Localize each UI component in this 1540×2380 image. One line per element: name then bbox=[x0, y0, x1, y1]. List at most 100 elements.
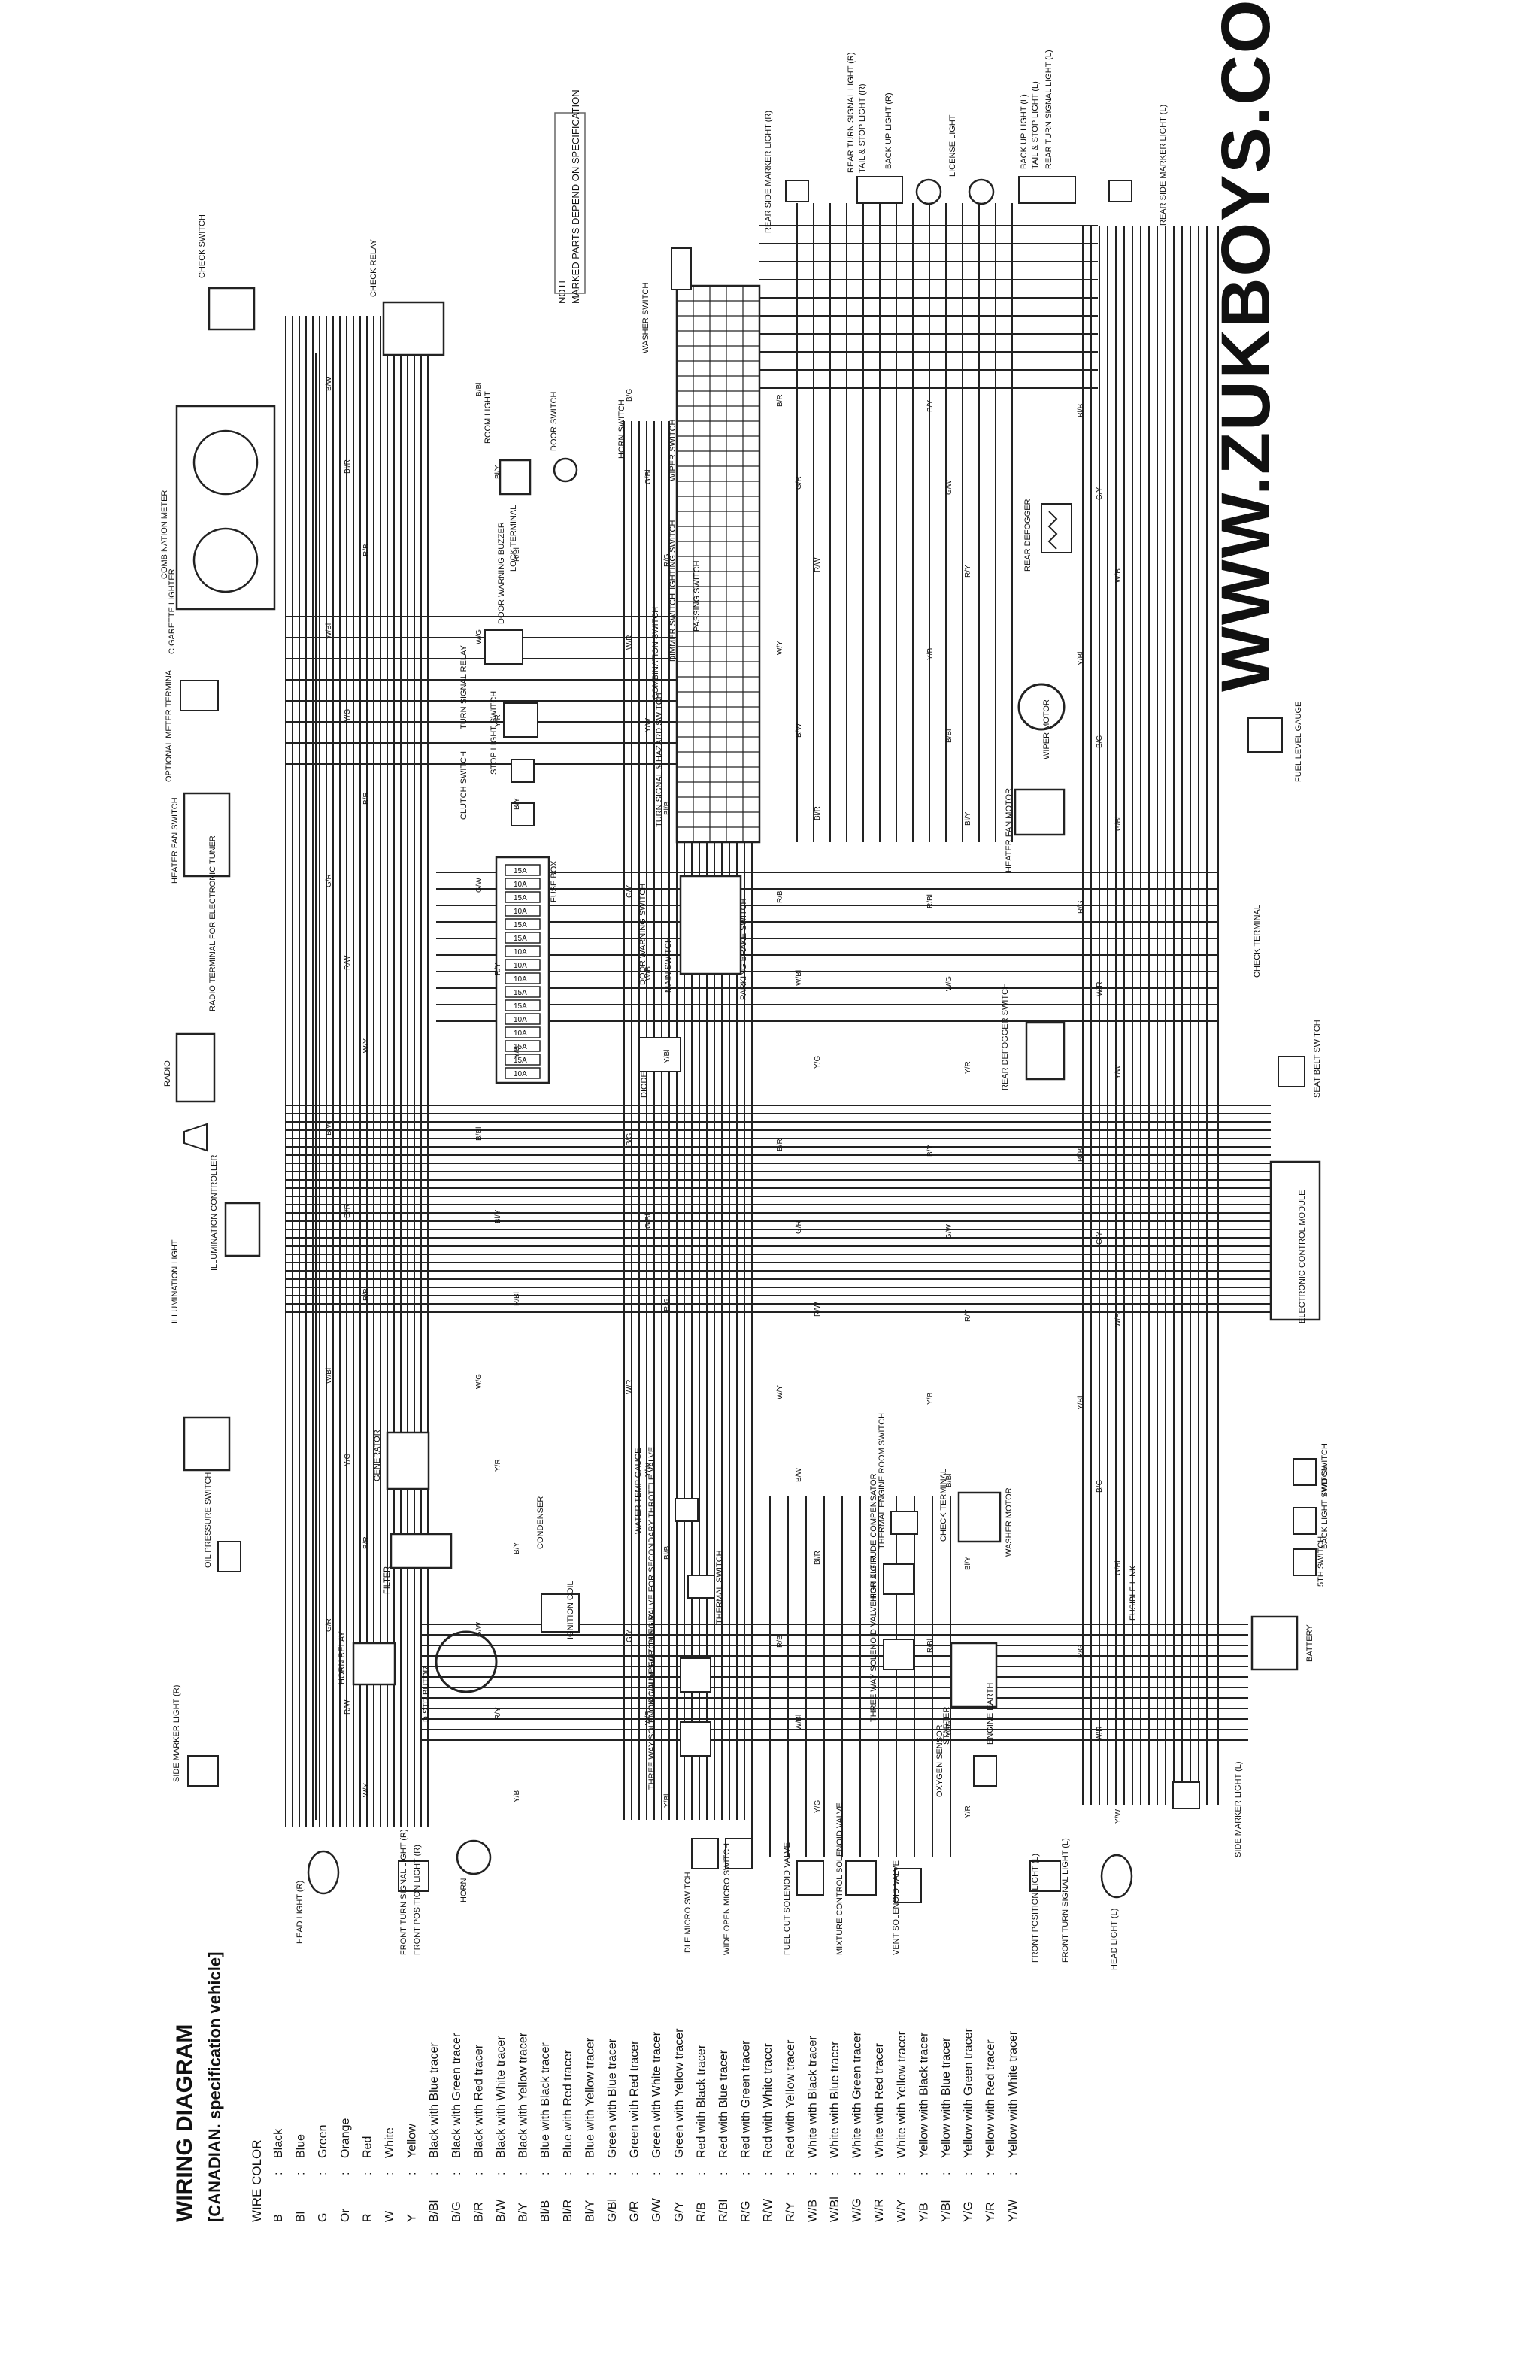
wire-code-tag: B/Y bbox=[513, 798, 521, 810]
front-position-light-l-label: FRONT POSITION LIGHT (L) bbox=[1031, 1854, 1040, 1963]
fuse-cell bbox=[505, 905, 541, 917]
fuel-cut-solenoid-valve-symbol bbox=[796, 1860, 824, 1896]
fuse-rating: 10A bbox=[514, 962, 527, 970]
door-warning-switch-label: DOOR WARNING SWITCH bbox=[638, 884, 647, 985]
legend-description: Black with White tracer bbox=[495, 2036, 508, 2158]
fuse-rating: 15A bbox=[514, 935, 527, 943]
wire-code-tag: B/Y bbox=[926, 400, 935, 412]
legend-code: R/Bl bbox=[717, 2200, 730, 2222]
legend-code: Y/G bbox=[962, 2201, 975, 2222]
legend-code: B bbox=[272, 2214, 285, 2222]
turn-signal-relay-label: TURN SIGNAL RELAY bbox=[459, 644, 468, 729]
legend-description: Blue with Black tracer bbox=[539, 2042, 552, 2158]
legend-description: Black with Yellow tracer bbox=[517, 2032, 530, 2158]
front-turn-signal-l-label: FRONT TURN SIGNAL LIGHT (L) bbox=[1061, 1838, 1070, 1963]
wire-code-tag: Bl/Y bbox=[964, 1556, 972, 1570]
legend-separator: : bbox=[406, 2172, 419, 2175]
legend-description: Red with Green tracer bbox=[740, 2040, 753, 2158]
legend-code: Bl/Y bbox=[584, 2200, 596, 2222]
legend-description: White with Black tracer bbox=[806, 2036, 819, 2158]
legend-description: White with Red tracer bbox=[873, 2042, 886, 2158]
legend-code: R/W bbox=[762, 2198, 775, 2222]
legend-heading: WIRE COLOR bbox=[250, 2139, 264, 2222]
rear-defogger-switch-symbol bbox=[1025, 1021, 1066, 1081]
legend-separator: : bbox=[472, 2172, 485, 2175]
wiper-motor-label: WIPER MOTOR bbox=[1042, 699, 1051, 759]
wire-code-tag: B/Bl bbox=[475, 1127, 484, 1141]
illumination-controller-label: ILLUMINATION CONTROLLER bbox=[210, 1155, 219, 1271]
wire-code-tag: Bl/R bbox=[814, 1551, 822, 1565]
legend-code: W/B bbox=[806, 2200, 819, 2222]
legend-separator: : bbox=[339, 2172, 352, 2175]
meter-gauge-icon bbox=[192, 429, 259, 496]
legend-description: Yellow with Green tracer bbox=[962, 2028, 975, 2158]
legend-code: G/Y bbox=[673, 2201, 686, 2222]
clutch-switch-symbol bbox=[511, 802, 535, 826]
wire-code-tag: W/Bl bbox=[325, 1368, 333, 1384]
high-altitude-compensator-symbol bbox=[883, 1563, 914, 1595]
legend-separator: : bbox=[940, 2172, 953, 2175]
four-wd-switch-symbol bbox=[1293, 1458, 1317, 1486]
license-light-symbol bbox=[968, 178, 995, 205]
horn-label: HORN bbox=[459, 1878, 468, 1902]
wire-code-tag: G/R bbox=[325, 1618, 333, 1632]
three-way-solenoid-idle-up-symbol bbox=[680, 1721, 711, 1757]
wire-code-tag: Bl/Y bbox=[494, 1209, 502, 1223]
wire-code-tag: R/W bbox=[814, 557, 822, 572]
vent-solenoid-valve-label: VENT SOLENOID VALVE bbox=[892, 1860, 901, 1955]
filter-label: FILTER bbox=[383, 1566, 392, 1594]
mixture-control-solenoid-valve-symbol bbox=[845, 1860, 877, 1896]
legend-description: Red with Black tracer bbox=[695, 2044, 708, 2158]
legend-code: G/R bbox=[629, 2201, 641, 2222]
fuse-rating: 10A bbox=[514, 1016, 527, 1024]
wire-code-tag: W/Y bbox=[776, 1385, 784, 1399]
wire-code-tag: G/W bbox=[945, 479, 953, 495]
wire-code-tag: R/Y bbox=[964, 1309, 972, 1322]
four-wd-switch-label: 4WD SWITCH bbox=[1320, 1443, 1329, 1496]
fusible-link-label: FUSIBLE LINK bbox=[1129, 1565, 1138, 1621]
legend-rows: B:BlackBl:BlueG:GreenOr:OrangeR:RedW:Whi… bbox=[272, 2028, 1020, 2222]
legend-code: B/W bbox=[495, 2199, 508, 2222]
combination-meter-symbol bbox=[175, 405, 276, 611]
wire-code-tag: B/R bbox=[776, 1138, 784, 1151]
wire-code-tag: W/Y bbox=[362, 1038, 371, 1053]
optional-meter-terminal-label: OPTIONAL METER TERMINAL bbox=[165, 665, 174, 782]
combination-switch-grid bbox=[676, 285, 760, 842]
combination-meter-label: COMBINATION METER bbox=[160, 490, 169, 579]
legend-description: Green bbox=[317, 2125, 329, 2158]
wire-code-tag: R/G bbox=[663, 553, 671, 567]
wire-code-tag: Y/Bl bbox=[1077, 1396, 1085, 1410]
legend-code: G bbox=[317, 2213, 329, 2222]
wire-code-tag: Y/R bbox=[494, 1459, 502, 1472]
wire-code-tag: G/W bbox=[945, 1223, 953, 1239]
stop-light-switch-symbol bbox=[511, 759, 535, 783]
legend-code: B/R bbox=[472, 2202, 485, 2222]
back-up-light-r-label: BACK UP LIGHT (R) bbox=[884, 92, 893, 169]
three-way-solenoid-egr-symbol bbox=[883, 1639, 914, 1670]
fuse-cells: 15A10A15A10A15A15A10A10A10A15A15A10A10A1… bbox=[505, 864, 541, 1079]
legend-code: R/Y bbox=[784, 2202, 797, 2222]
fuse-cell bbox=[505, 878, 541, 890]
wire-code-tag: W/B bbox=[644, 1711, 653, 1725]
wire-code-tag: G/W bbox=[475, 877, 484, 893]
wire-code-tag: W/B bbox=[644, 966, 653, 981]
wire-code-tag: W/Bl bbox=[325, 623, 333, 639]
heater-fan-switch-symbol bbox=[183, 792, 231, 878]
fuse-cell bbox=[505, 1067, 541, 1079]
wire-code-tag: R/W bbox=[814, 1302, 822, 1317]
wiper-switch-label: WIPER SWITCH bbox=[668, 419, 678, 481]
check-switch-symbol bbox=[208, 287, 256, 331]
wire-code-tag: B/R bbox=[362, 792, 371, 805]
legend-description: Yellow bbox=[406, 2124, 419, 2158]
distributor-label: DISTRIBUTOR bbox=[422, 1666, 431, 1722]
legend-separator: : bbox=[1007, 2172, 1020, 2175]
fuse-rating: 10A bbox=[514, 881, 527, 889]
legend-separator: : bbox=[495, 2172, 508, 2175]
side-marker-light-r-symbol bbox=[187, 1755, 219, 1787]
combination-switch-symbol bbox=[675, 284, 761, 844]
wire-code-tag: Y/B bbox=[926, 648, 935, 660]
vent-solenoid-valve-symbol bbox=[894, 1868, 922, 1903]
electronic-control-module-label: ELECTRONIC CONTROL MODULE bbox=[1298, 1190, 1307, 1323]
legend-separator: : bbox=[562, 2172, 574, 2175]
legend-separator: : bbox=[295, 2172, 308, 2175]
